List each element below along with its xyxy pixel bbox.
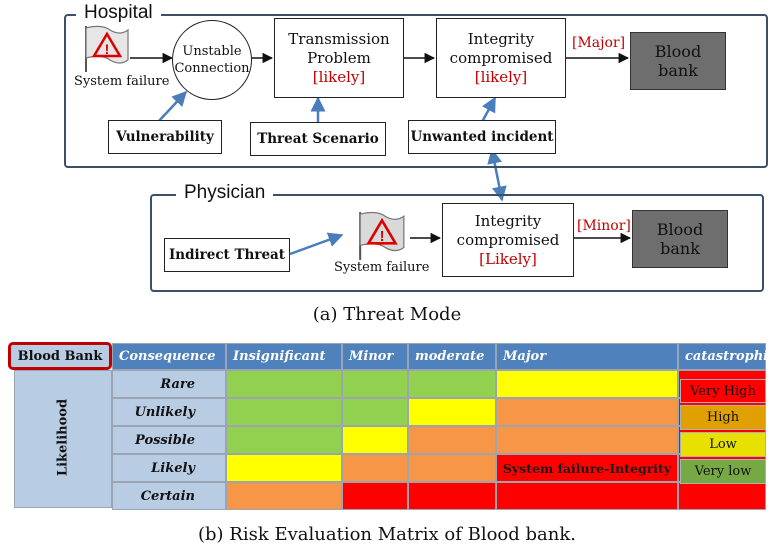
- physician-integrity-box: Integrity compromised [Likely]: [442, 203, 574, 277]
- risk-cell-certain-minor: [342, 482, 408, 510]
- risk-cell-rare-moderate: [408, 370, 496, 398]
- caption-a: (a) Threat Mode: [312, 304, 462, 325]
- risk-cell-likely-insignificant: [226, 454, 342, 482]
- svg-text:!: !: [105, 41, 110, 57]
- row-header-likely: Likely: [112, 454, 226, 482]
- integrity-compromised-box: Integrity compromised [likely]: [436, 18, 566, 98]
- row-header-unlikely: Unlikely: [112, 398, 226, 426]
- risk-cell-unlikely-moderate: [408, 398, 496, 426]
- risk-cell-likely-moderate: [408, 454, 496, 482]
- integrity-line1: Integrity: [467, 29, 535, 48]
- vulnerability-tag: Vulnerability: [108, 120, 222, 154]
- physician-blood-bank-asset: Blood bank: [632, 210, 728, 268]
- risk-cell-unlikely-insignificant: [226, 398, 342, 426]
- risk-cell-rare-insignificant: [226, 370, 342, 398]
- column-header-insignificant: Insignificant: [226, 343, 342, 370]
- row-header-rare: Rare: [112, 370, 226, 398]
- legend-very-low: Very low: [680, 459, 766, 484]
- hospital-system-failure-label: System failure: [74, 74, 170, 89]
- risk-cell-possible-moderate: [408, 426, 496, 454]
- column-header-text: Major: [503, 349, 547, 364]
- risk-cell-likely-major: [496, 454, 678, 482]
- legend-very-high: Very High: [680, 379, 766, 403]
- consequence-header: Consequence: [112, 343, 226, 370]
- column-header-major: Major: [496, 343, 678, 370]
- hospital-asset-line2: bank: [658, 61, 698, 80]
- physician-integrity-line2: compromised: [456, 230, 560, 249]
- column-header-moderate: moderate: [408, 343, 496, 370]
- hospital-frame: [64, 14, 768, 168]
- legend-high: High: [680, 405, 766, 430]
- legend-low: Low: [680, 432, 766, 457]
- physician-system-failure-label: System failure: [334, 260, 430, 275]
- row-header-certain: Certain: [112, 482, 226, 510]
- column-header-text: catastrophic: [685, 349, 774, 364]
- physician-asset-line2: bank: [660, 239, 700, 258]
- risk-cell-likely-minor: [342, 454, 408, 482]
- integrity-line2: compromised: [449, 48, 553, 67]
- legend-text: Very High: [690, 383, 756, 399]
- caption-b: (b) Risk Evaluation Matrix of Blood bank…: [198, 524, 576, 545]
- risk-cell-possible-insignificant: [226, 426, 342, 454]
- unwanted-incident-tag: Unwanted incident: [408, 120, 556, 154]
- risk-cell-unlikely-minor: [342, 398, 408, 426]
- warning-flag-icon: !: [85, 25, 129, 72]
- unstable-connection-line2: Connection: [174, 61, 250, 76]
- threat-scenario-tag: Threat Scenario: [250, 122, 386, 156]
- physician-frame: [150, 194, 764, 292]
- column-header-text: Minor: [349, 349, 394, 364]
- transmission-line1: Transmission: [288, 29, 390, 48]
- risk-cell-unlikely-major: [496, 398, 678, 426]
- physician-integrity-line1: Integrity: [474, 211, 542, 230]
- transmission-problem-box: Transmission Problem [likely]: [274, 18, 404, 98]
- column-header-text: Insignificant: [233, 349, 326, 364]
- risk-cell-certain-major: [496, 482, 678, 510]
- blood-bank-label: Blood Bank: [8, 342, 112, 370]
- threat-model-arrows: [130, 52, 632, 256]
- legend-text: Very low: [694, 464, 752, 479]
- risk-cell-certain-catastrophic: [678, 482, 766, 510]
- unstable-connection-line1: Unstable: [182, 44, 242, 59]
- column-header-catastrophic: catastrophic: [678, 343, 774, 370]
- risk-entry-system-failure-integrity: System failure-Integrity: [502, 460, 672, 476]
- risk-cell-rare-major: [496, 370, 678, 398]
- row-header-text: Likely: [151, 460, 195, 476]
- risk-cell-rare-minor: [342, 370, 408, 398]
- row-header-possible: Possible: [112, 426, 226, 454]
- risk-cell-possible-major: [496, 426, 678, 454]
- transmission-line2: Problem: [307, 48, 371, 67]
- consequence-header-text: Consequence: [119, 349, 216, 364]
- row-header-text: Unlikely: [134, 404, 195, 420]
- hospital-consequence-label: [Major]: [572, 35, 626, 51]
- row-header-text: Rare: [160, 376, 195, 392]
- unstable-connection-node: Unstable Connection: [172, 20, 252, 100]
- row-header-text: Certain: [140, 488, 195, 504]
- risk-cell-certain-moderate: [408, 482, 496, 510]
- hospital-asset-line1: Blood: [654, 42, 702, 61]
- hospital-blood-bank-asset: Blood bank: [630, 32, 726, 90]
- legend-text: High: [706, 410, 740, 425]
- likelihood-axis-label: Likelihood: [55, 398, 71, 477]
- column-header-minor: Minor: [342, 343, 408, 370]
- row-header-text: Possible: [135, 432, 195, 448]
- risk-cell-certain-insignificant: [226, 482, 342, 510]
- warning-flag-icon: !: [359, 211, 405, 260]
- transmission-likelihood: [likely]: [312, 67, 366, 86]
- blood-bank-label-text: Blood Bank: [17, 348, 103, 364]
- physician-asset-line1: Blood: [656, 220, 704, 239]
- integrity-likelihood: [likely]: [474, 67, 528, 86]
- legend-text: Low: [709, 437, 737, 452]
- risk-cell-possible-minor: [342, 426, 408, 454]
- hospital-title: Hospital: [76, 2, 161, 24]
- likelihood-axis: [14, 370, 112, 508]
- physician-integrity-likelihood: [Likely]: [479, 249, 537, 268]
- column-header-text: moderate: [415, 349, 485, 364]
- physician-title: Physician: [176, 182, 274, 204]
- indirect-threat-tag: Indirect Threat: [164, 238, 290, 272]
- svg-text:!: !: [380, 229, 385, 245]
- physician-consequence-label: [Minor]: [577, 218, 631, 234]
